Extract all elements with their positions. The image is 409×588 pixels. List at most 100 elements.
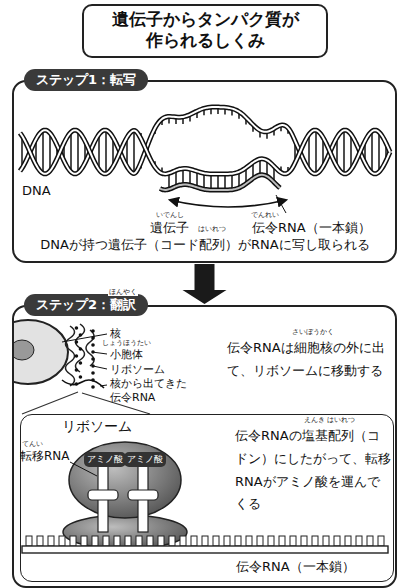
- messenger-rna-strand: [147, 536, 153, 546]
- ruby-reading: はいれつ: [326, 417, 356, 424]
- messenger-rna-strand: [367, 536, 373, 546]
- dna-helix: [133, 130, 135, 174]
- dna-helix: [20, 130, 390, 174]
- dna-helix: [49, 133, 51, 171]
- messenger-rna-strand: [22, 546, 388, 553]
- cell-illustration: [14, 320, 68, 384]
- cell-illustration: [75, 340, 79, 344]
- cell-illustration: [14, 340, 34, 360]
- dna-helix: [160, 175, 280, 190]
- title-box: 遺伝子からタンパク質が作られるしくみ: [82, 4, 328, 58]
- step-note: 伝令RNAは細胞核の外に出て、リボソームに移動する: [227, 337, 387, 383]
- messenger-rna-strand: [246, 536, 252, 546]
- title-text: 遺伝子からタンパク質が作られるしくみ: [110, 9, 300, 52]
- transfer-rna: [128, 490, 158, 500]
- messenger-rna-strand: [279, 536, 285, 546]
- cell-illustration: [79, 375, 83, 379]
- cell-illustration: [86, 330, 94, 366]
- step-heading: ステップ1：転写: [24, 69, 148, 91]
- messenger-rna-strand: [334, 536, 340, 546]
- detail-note: 伝令RNAの塩基配列（コドン）にしたがって、転移RNAがアミノ酸を運んでくる: [235, 425, 391, 516]
- messenger-rna-strand: [180, 536, 186, 546]
- ruby-reading: しょうほうたい: [101, 340, 152, 347]
- step-heading: ステップ2：翻訳: [24, 294, 148, 316]
- messenger-rna-strand: [268, 536, 274, 546]
- messenger-rna-strand: [356, 536, 362, 546]
- cell-illustration: [91, 385, 95, 389]
- dna-helix: [42, 130, 44, 173]
- part-label: 転移RNA: [20, 448, 70, 465]
- ruby-reading: ほんやく: [108, 289, 138, 296]
- messenger-rna-strand: [125, 536, 131, 546]
- step-panel: ステップ1：転写DNAが持つ遺伝子（コード配列）がRNAに写し取られる: [12, 80, 397, 263]
- amino-acid-tag: アミノ酸: [124, 452, 166, 467]
- dna-helix: [70, 132, 72, 172]
- messenger-rna-strand: [323, 536, 329, 546]
- cell-illustration: [91, 329, 95, 333]
- messenger-rna-strand: [235, 536, 241, 546]
- cell-illustration: [75, 354, 79, 358]
- messenger-rna-strand: [158, 536, 164, 546]
- ruby-reading: さいぼうかく: [291, 329, 335, 336]
- leader-line: [92, 352, 107, 354]
- dna-helix: [378, 132, 380, 172]
- messenger-rna-strand: [92, 536, 98, 546]
- cell-illustration: [66, 326, 75, 386]
- messenger-rna-strand: [213, 536, 219, 546]
- messenger-rna-strand: [22, 536, 388, 553]
- direction-arrow: [170, 200, 286, 207]
- messenger-rna-strand: [70, 536, 76, 546]
- dna-helix: [160, 175, 280, 190]
- cell-illustration: [79, 347, 83, 351]
- ruby-reading: えんき: [303, 417, 326, 424]
- dna-helix: [20, 107, 390, 174]
- messenger-rna-strand: [169, 536, 175, 546]
- messenger-rna-strand: [81, 536, 87, 546]
- messenger-rna-strand: [114, 536, 120, 546]
- dna-helix: [20, 130, 390, 174]
- messenger-rna-strand: [37, 536, 43, 546]
- part-label: DNA: [22, 183, 51, 198]
- part-label: 核から出てきた伝令RNA: [110, 377, 194, 405]
- cell-illustration: [62, 380, 104, 388]
- dna-helix: [20, 107, 390, 174]
- part-label: 小胞体: [110, 347, 143, 362]
- messenger-rna-strand: [59, 536, 65, 546]
- step-caption: DNAが持つ遺伝子（コード配列）がRNAに写し取られる: [19, 234, 391, 257]
- dna-helix: [105, 130, 107, 174]
- cell-illustration: [75, 326, 79, 330]
- cell-illustration: [14, 320, 104, 389]
- ruby-reading: でんれい: [250, 212, 280, 219]
- ribosome: [63, 442, 187, 549]
- ruby-reading: はいれつ: [197, 226, 227, 233]
- messenger-rna-strand: [224, 536, 230, 546]
- leader-line: [276, 195, 286, 213]
- part-label: リボソーム: [110, 362, 165, 377]
- part-label: 核: [110, 326, 121, 341]
- messenger-rna-strand: [202, 536, 208, 546]
- messenger-rna-strand: [26, 536, 32, 546]
- messenger-rna-strand: [48, 536, 54, 546]
- ribosome: [69, 442, 181, 518]
- leader-line: [93, 366, 107, 369]
- dna-helix: [371, 131, 373, 173]
- part-label: 伝令RNA（一本鎖）: [252, 219, 371, 237]
- amino-acid-tag: アミノ酸: [84, 452, 126, 467]
- dna-helix: [20, 107, 390, 190]
- dna-helix: [315, 130, 317, 174]
- messenger-rna-strand: [103, 536, 109, 546]
- cell-illustration: [75, 326, 95, 389]
- detail-box: 伝令RNAの塩基配列（コドン）にしたがって、転移RNAがアミノ酸を運んでくる: [20, 414, 394, 582]
- flow-arrow: [183, 264, 227, 304]
- cell-illustration: [79, 333, 83, 337]
- cell-illustration: [91, 357, 95, 361]
- messenger-rna-strand: [301, 536, 307, 546]
- ruby-reading: てんい: [21, 441, 44, 448]
- transfer-rna: [88, 490, 118, 500]
- transfer-rna: [88, 466, 158, 532]
- dna-helix: [343, 130, 345, 174]
- cell-illustration: [75, 368, 79, 372]
- messenger-rna-strand: [312, 536, 318, 546]
